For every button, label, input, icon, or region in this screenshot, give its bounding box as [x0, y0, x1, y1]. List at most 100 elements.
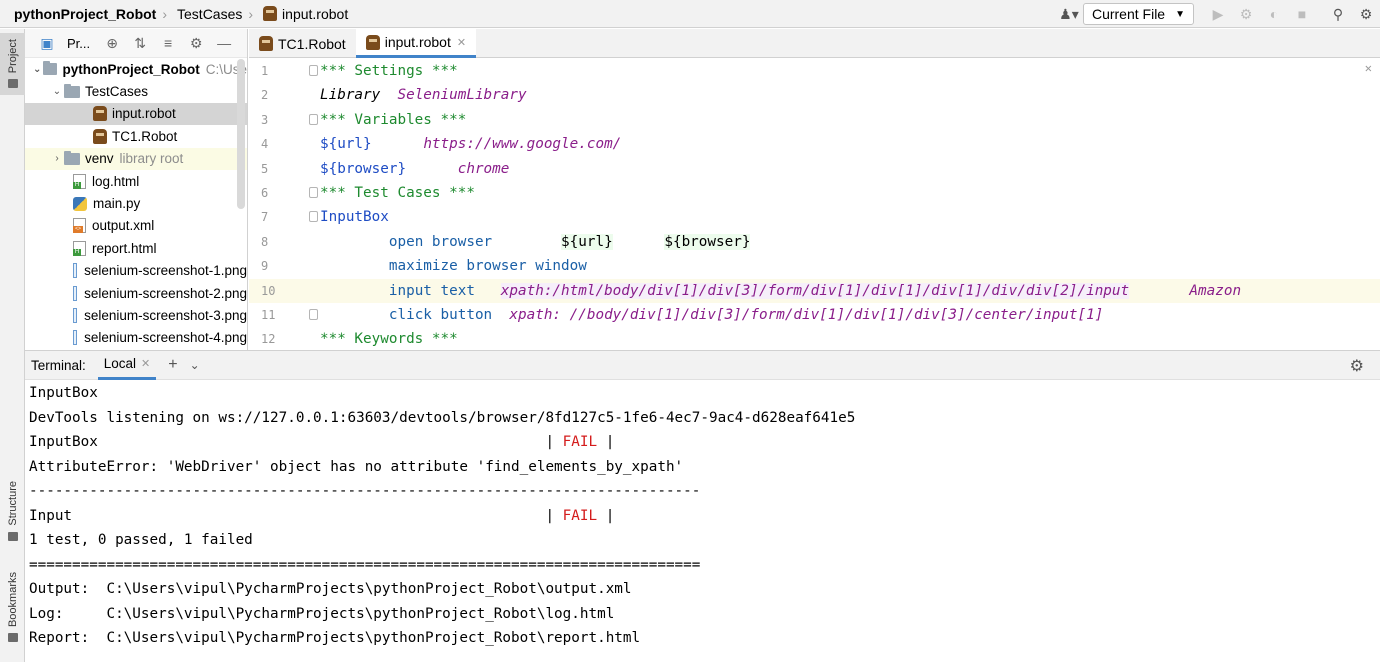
- terminal-line: Log: C:\Users\vipul\PycharmProjects\pyth…: [29, 605, 615, 622]
- python-file-icon: [73, 196, 87, 211]
- fold-icon[interactable]: [309, 186, 318, 198]
- html-file-icon: [73, 173, 86, 189]
- code-editor[interactable]: ✕ *** Settings *** Library SeleniumLibra…: [309, 59, 1380, 349]
- search-icon[interactable]: ⚲: [1332, 5, 1344, 22]
- code-line[interactable]: *** Keywords ***: [320, 331, 458, 348]
- project-scrollbar[interactable]: [237, 59, 245, 209]
- project-tool-tab[interactable]: Project: [0, 33, 25, 95]
- terminal-line: InputBox: [29, 385, 98, 401]
- hide-icon[interactable]: —: [217, 35, 232, 51]
- stop-icon[interactable]: ■: [1297, 6, 1307, 22]
- line-number: 5: [261, 161, 269, 176]
- fold-icon[interactable]: [309, 308, 318, 320]
- image-file-icon: [73, 285, 78, 301]
- coverage-icon[interactable]: ◐: [1269, 6, 1279, 22]
- code-line[interactable]: open browser ${url} ${browser}: [388, 233, 751, 250]
- terminal-output[interactable]: InputBox DevTools listening on ws://127.…: [25, 381, 1380, 662]
- tab-input-robot[interactable]: input.robot ✕: [355, 29, 477, 58]
- line-number: 11: [261, 307, 276, 322]
- breadcrumb-project[interactable]: pythonProject_Robot: [14, 5, 157, 22]
- tree-item-screenshot-2[interactable]: selenium-screenshot-2.png: [25, 282, 247, 304]
- user-icon[interactable]: ♟▾: [1059, 5, 1079, 22]
- tree-item-screenshot-4[interactable]: selenium-screenshot-4.png: [25, 327, 247, 349]
- editor-tab-bar: TC1.Robot input.robot ✕: [249, 29, 1380, 58]
- line-number: 2: [261, 88, 269, 103]
- gear-icon[interactable]: ⚙: [1349, 358, 1364, 375]
- chevron-down-icon[interactable]: ⌄: [52, 86, 62, 98]
- tree-item-screenshot-3[interactable]: selenium-screenshot-3.png: [25, 304, 247, 326]
- tree-item-input-robot[interactable]: input.robot: [25, 102, 247, 126]
- line-number: 8: [261, 234, 269, 249]
- robot-file-icon: [93, 106, 107, 122]
- code-line[interactable]: InputBox: [309, 205, 1380, 229]
- terminal-line: Report: C:\Users\vipul\PycharmProjects\p…: [29, 630, 641, 646]
- code-line[interactable]: *** Variables ***: [309, 108, 1380, 132]
- bookmark-icon: [7, 633, 18, 643]
- project-panel: ▣ Pr... ⊕ ⇅ ≡ ⚙ — ⌄ pythonProject_Robot …: [25, 29, 248, 350]
- chevron-down-icon[interactable]: ⌄: [189, 358, 200, 372]
- run-icon[interactable]: ▶: [1212, 5, 1224, 22]
- collapse-all-icon[interactable]: ≡: [164, 35, 173, 51]
- line-number: 4: [261, 137, 269, 152]
- code-line[interactable]: ${browser} chrome: [320, 160, 510, 177]
- terminal-line: AttributeError: 'WebDriver' object has n…: [29, 458, 684, 475]
- folder-icon: [64, 83, 80, 98]
- code-line[interactable]: *** Test Cases ***: [309, 181, 1380, 205]
- tree-item-output-xml[interactable]: output.xml: [25, 215, 247, 237]
- chevron-right-icon[interactable]: ›: [55, 153, 59, 165]
- code-line[interactable]: *** Settings ***: [309, 59, 1380, 83]
- code-line[interactable]: maximize browser window: [388, 258, 587, 275]
- fold-icon[interactable]: [309, 211, 318, 223]
- tree-item-testcases[interactable]: ⌄ TestCases: [25, 80, 247, 102]
- locate-file-icon[interactable]: ⊕: [106, 34, 118, 51]
- line-number: 6: [261, 185, 269, 200]
- structure-icon: [7, 531, 18, 541]
- image-file-icon: [73, 307, 78, 323]
- terminal-line: DevTools listening on ws://127.0.0.1:636…: [29, 409, 856, 426]
- line-number: 12: [261, 332, 276, 347]
- image-file-icon: [73, 263, 78, 279]
- folder-icon: [64, 150, 80, 165]
- debug-icon[interactable]: ⚙: [1239, 5, 1253, 22]
- code-line[interactable]: click button xpath: //body/div[1]/div[3]…: [309, 303, 1380, 327]
- breadcrumb-file[interactable]: input.robot: [257, 0, 350, 28]
- close-icon[interactable]: ✕: [1364, 61, 1372, 75]
- settings-icon[interactable]: ⚙: [1359, 5, 1373, 22]
- line-number: 10: [249, 278, 309, 303]
- run-configuration-select[interactable]: Current File ▼: [1082, 3, 1194, 25]
- xml-file-icon: [73, 218, 86, 234]
- tree-item-screenshot-1[interactable]: selenium-screenshot-1.png: [25, 260, 247, 282]
- project-toolbar: ▣ Pr... ⊕ ⇅ ≡ ⚙ —: [25, 29, 247, 58]
- close-icon[interactable]: ✕: [141, 358, 151, 370]
- line-number-gutter: 1 2 3 4 5 6 7 8 9 10 11 12: [249, 59, 309, 349]
- code-line[interactable]: Library SeleniumLibrary: [320, 87, 527, 104]
- structure-tool-tab[interactable]: Structure: [0, 481, 25, 553]
- terminal-line: Input | FAIL |: [29, 507, 615, 524]
- tree-item-venv[interactable]: › venv library root: [25, 147, 247, 170]
- tree-item-tc1-robot[interactable]: TC1.Robot: [25, 125, 247, 147]
- fold-icon[interactable]: [309, 65, 318, 76]
- navigation-bar: pythonProject_Robot › TestCases › input.…: [0, 0, 1380, 28]
- terminal-line: ========================================…: [29, 556, 701, 573]
- code-line[interactable]: ${url} https://www.google.com/: [320, 136, 622, 153]
- chevron-down-icon[interactable]: ⌄: [32, 63, 42, 75]
- tree-item-report-html[interactable]: report.html: [25, 237, 247, 259]
- add-icon[interactable]: +: [168, 356, 178, 373]
- terminal-tab-local[interactable]: Local ✕: [97, 350, 157, 380]
- tree-item-project-root[interactable]: ⌄ pythonProject_Robot C:\Use: [32, 61, 247, 77]
- fold-icon[interactable]: [309, 113, 318, 125]
- expand-all-icon[interactable]: ⇅: [134, 34, 146, 51]
- breadcrumb-folder[interactable]: TestCases: [177, 5, 243, 22]
- close-icon[interactable]: ✕: [456, 36, 467, 49]
- tree-item-log-html[interactable]: log.html: [25, 170, 247, 192]
- code-line-current[interactable]: input text xpath:/html/body/div[1]/div[3…: [309, 278, 1380, 303]
- terminal-header: Terminal: Local ✕ + ⌄ ⚙: [25, 350, 1380, 380]
- chevron-down-icon: ▼: [1175, 8, 1185, 20]
- robot-file-icon: [259, 36, 273, 51]
- tree-item-main-py[interactable]: main.py: [25, 192, 247, 214]
- tab-tc1-robot[interactable]: TC1.Robot: [249, 29, 356, 58]
- bookmarks-tool-tab[interactable]: Bookmarks: [0, 572, 25, 652]
- gear-icon[interactable]: ⚙: [189, 34, 203, 51]
- project-view-selector[interactable]: Pr...: [67, 35, 91, 51]
- project-tree: ⌄ pythonProject_Robot C:\Use ⌄ TestCases…: [25, 58, 247, 349]
